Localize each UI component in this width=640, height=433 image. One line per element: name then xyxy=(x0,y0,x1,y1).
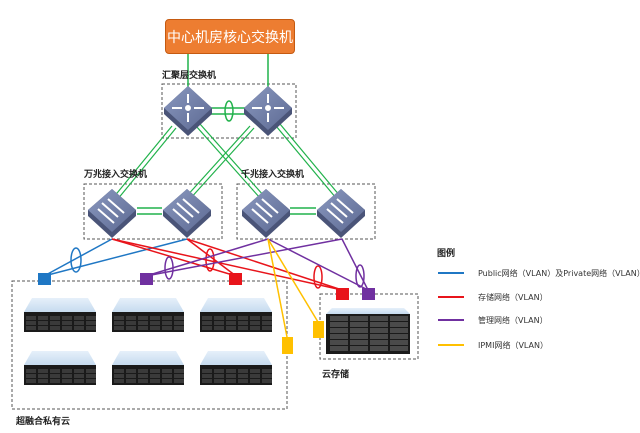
agg-to-access-links xyxy=(112,123,341,201)
storage-bay xyxy=(370,346,388,351)
lag-ellipse xyxy=(224,100,234,122)
core-switch[interactable]: 中心机房核心交换机 xyxy=(165,19,295,54)
router-arrows-icon xyxy=(172,94,204,122)
hci-server-1[interactable] xyxy=(24,298,96,332)
storage-bay xyxy=(390,328,408,333)
legend-item-storage: 存储网络（VLAN） xyxy=(438,291,548,303)
legend-label: IPMI网络（VLAN） xyxy=(478,340,549,350)
cloud-storage-group-label: 云存储 xyxy=(322,370,350,380)
storage-bay xyxy=(370,340,388,345)
aggregation-group-label: 汇聚层交换机 xyxy=(162,71,217,81)
access-interlinks xyxy=(137,207,316,215)
storage-bay xyxy=(350,316,368,321)
storage-port-storage xyxy=(336,288,349,300)
legend-label: Public网络（VLAN）及Private网络（VLAN） xyxy=(478,268,640,278)
storage-bay xyxy=(350,328,368,333)
aggregation-switch-2[interactable] xyxy=(244,86,292,136)
hci-server-4[interactable] xyxy=(24,351,96,385)
hci-server-3[interactable] xyxy=(200,298,272,332)
storage-array[interactable] xyxy=(326,308,410,354)
aggregation-group-box xyxy=(161,83,297,139)
ipmi-port-storage xyxy=(313,321,324,338)
switch-arrows-icon xyxy=(172,198,200,224)
aggregation-switch-1[interactable] xyxy=(164,86,212,136)
cloud-storage-group-box xyxy=(319,293,419,360)
router-arrows-icon xyxy=(252,94,284,122)
access-1g-group-box xyxy=(236,183,376,240)
hci-server-6[interactable] xyxy=(200,351,272,385)
agg-interlink xyxy=(210,100,248,122)
access-1g-switch-1[interactable] xyxy=(242,189,290,238)
storage-bay xyxy=(330,316,348,321)
storage-bay xyxy=(370,334,388,339)
management-network-links xyxy=(145,238,369,291)
ipmi-network-links xyxy=(267,238,319,338)
storage-bay xyxy=(350,340,368,345)
storage-bay xyxy=(350,322,368,327)
core-uplinks xyxy=(187,52,269,92)
storage-port-hci xyxy=(229,273,242,285)
access-1g-switch-2[interactable] xyxy=(317,189,365,238)
storage-network-links xyxy=(111,238,343,291)
legend-title: 图例 xyxy=(437,249,456,259)
hci-server-2[interactable] xyxy=(112,298,184,332)
management-port-hci xyxy=(140,273,153,285)
storage-bay xyxy=(350,334,368,339)
hci-cloud-group-label: 超融合私有云 xyxy=(16,417,71,427)
legend-swatch xyxy=(438,319,464,321)
storage-bay xyxy=(330,328,348,333)
storage-bay xyxy=(370,328,388,333)
storage-bay xyxy=(370,316,388,321)
legend-swatch xyxy=(438,344,464,346)
legend-swatch xyxy=(438,272,464,274)
legend-item-management: 管理网络（VLAN） xyxy=(438,314,548,326)
public-network-links xyxy=(43,238,188,277)
switch-arrows-icon xyxy=(97,198,125,224)
legend-label: 管理网络（VLAN） xyxy=(478,315,548,325)
ipmi-port-hci xyxy=(282,337,293,354)
storage-bay xyxy=(390,340,408,345)
storage-bay xyxy=(390,334,408,339)
access-10g-switch-1[interactable] xyxy=(88,189,136,238)
management-port-storage xyxy=(362,288,375,300)
hci-server-5[interactable] xyxy=(112,351,184,385)
storage-bay xyxy=(330,334,348,339)
access-10g-group-box xyxy=(83,183,223,240)
access-10g-switch-2[interactable] xyxy=(163,189,211,238)
storage-bay xyxy=(390,322,408,327)
storage-bay xyxy=(390,346,408,351)
access-1g-group-label: 千兆接入交换机 xyxy=(241,170,305,180)
storage-bay xyxy=(330,322,348,327)
legend-item-ipmi: IPMI网络（VLAN） xyxy=(438,339,548,351)
legend-item-public: Public网络（VLAN）及Private网络（VLAN） xyxy=(438,267,640,279)
storage-bay xyxy=(350,346,368,351)
legend-label: 存储网络（VLAN） xyxy=(478,292,548,302)
storage-bay xyxy=(330,346,348,351)
switch-arrows-icon xyxy=(326,198,354,224)
storage-bay xyxy=(330,340,348,345)
storage-bay xyxy=(370,322,388,327)
public-port-hci xyxy=(38,273,51,285)
legend-swatch xyxy=(438,296,464,298)
switch-arrows-icon xyxy=(251,198,279,224)
storage-bay xyxy=(390,316,408,321)
access-10g-group-label: 万兆接入交换机 xyxy=(84,170,148,180)
